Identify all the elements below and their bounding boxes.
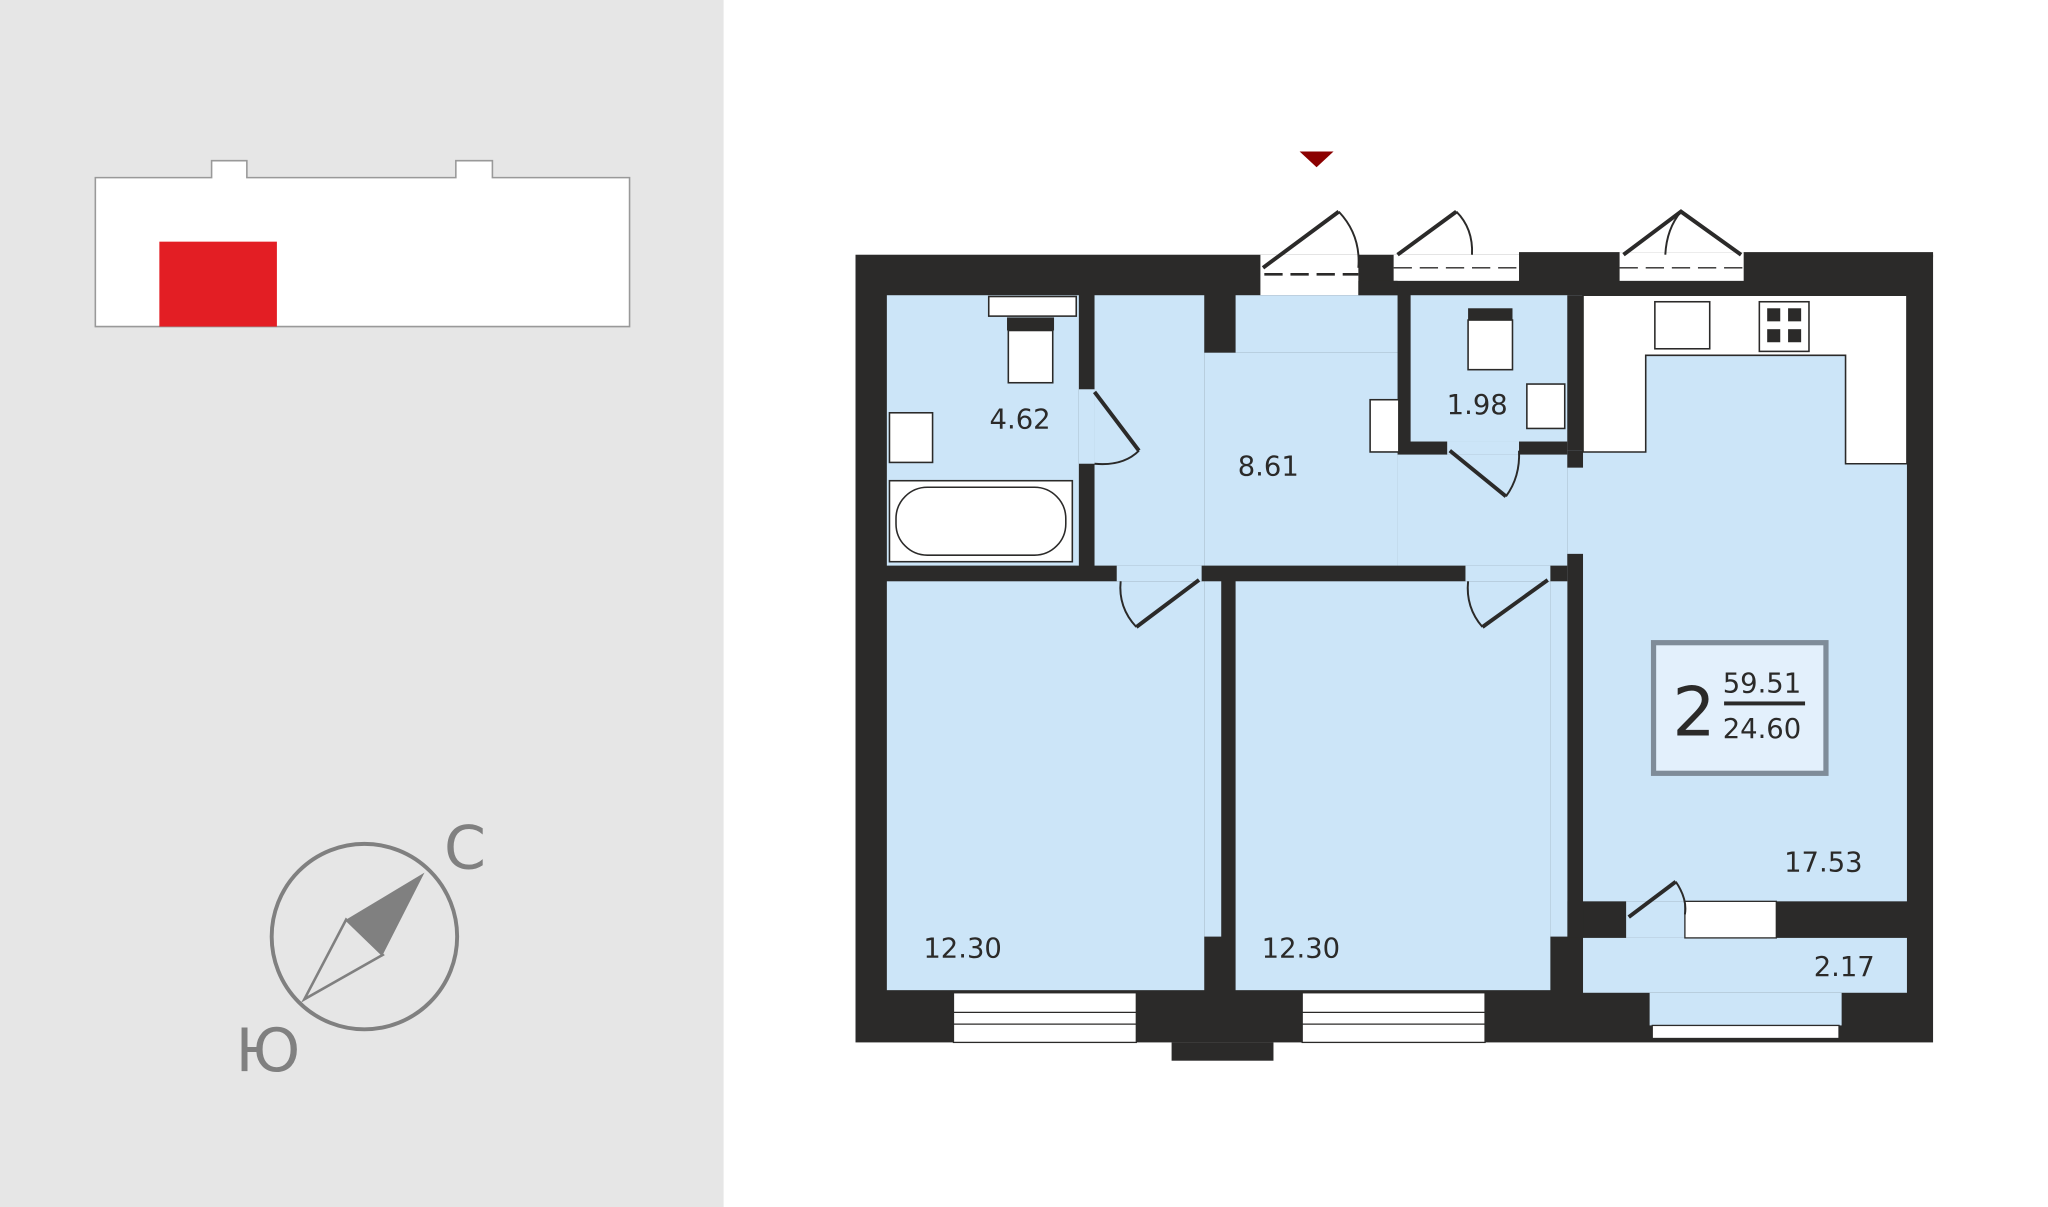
rooms-count: 2 [1672, 673, 1715, 752]
total-area: 59.51 [1723, 668, 1802, 699]
building-minimap [94, 159, 631, 328]
room-balcony [1583, 937, 1907, 993]
apartment-plan: 4.62 8.61 1.98 17.53 12.30 12.30 2.17 2 … [855, 209, 1934, 1061]
room-hall [1094, 295, 1205, 566]
windows [952, 267, 1840, 1044]
compass-south-label: Ю [235, 1016, 300, 1086]
area-balcony: 2.17 [1814, 952, 1875, 983]
room-bedroom-2 [1235, 581, 1551, 991]
area-bedroom-2: 12.30 [1262, 933, 1341, 964]
selected-apartment-highlight [159, 241, 277, 327]
area-bedroom-1: 12.30 [923, 933, 1002, 964]
room-bedroom-1 [886, 581, 1205, 991]
area-hall: 8.61 [1238, 451, 1299, 482]
area-wc: 1.98 [1447, 390, 1508, 421]
area-kitchen-living: 17.53 [1784, 847, 1863, 878]
compass-icon: С Ю [235, 814, 486, 1086]
area-bathroom: 4.62 [990, 404, 1051, 435]
entrance-marker-icon [1299, 151, 1334, 168]
apartment-summary-badge: 2 59.51 24.60 [1650, 640, 1829, 776]
doors [1092, 209, 1743, 919]
plumbing-fixtures [888, 295, 1810, 563]
compass-north-label: С [444, 814, 486, 884]
living-area: 24.60 [1723, 714, 1802, 745]
